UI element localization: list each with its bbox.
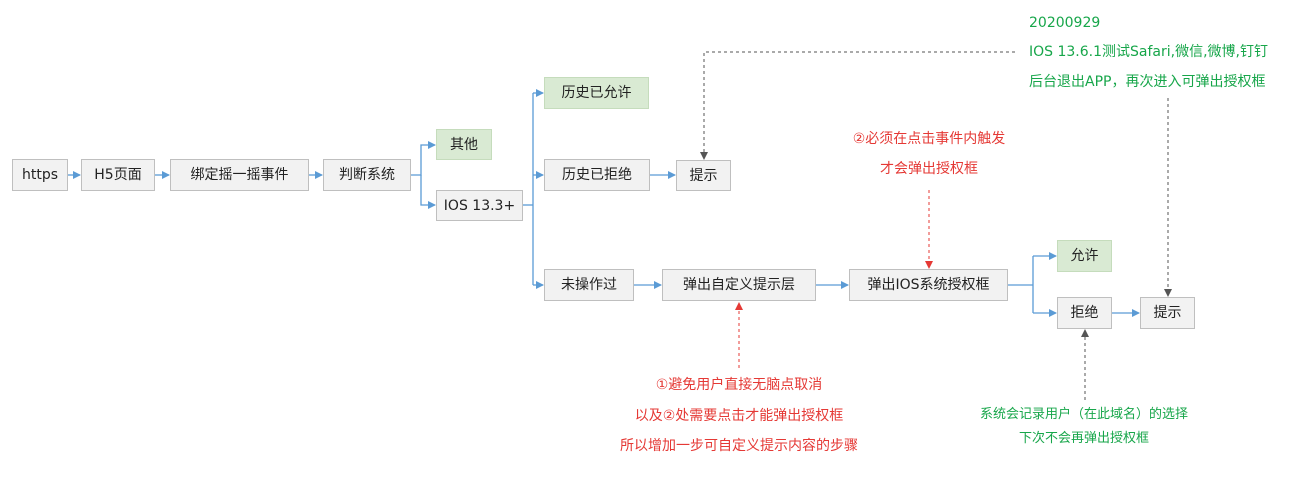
note-must-click-line2: 才会弹出授权框 xyxy=(880,161,978,177)
node-history-denied: 历史已拒绝 xyxy=(544,159,650,191)
note-record-line2: 下次不会再弹出授权框 xyxy=(1018,431,1150,446)
note-avoid-line1: ①避免用户直接无脑点取消 xyxy=(655,377,823,393)
node-other: 其他 xyxy=(436,129,492,160)
node-deny: 拒绝 xyxy=(1057,297,1112,329)
note-must-click-line1: ②必须在点击事件内触发 xyxy=(852,131,1006,147)
note-test-background: 后台退出APP，再次进入可弹出授权框 xyxy=(1029,74,1266,90)
note-test-devices: IOS 13.6.1测试Safari,微信,微博,钉钉 xyxy=(1029,44,1268,60)
node-tip-2: 提示 xyxy=(1140,297,1195,329)
node-ios-13-3: IOS 13.3+ xyxy=(436,190,523,221)
note-avoid-line3: 所以增加一步可自定义提示内容的步骤 xyxy=(620,438,858,454)
arrow-judge-other xyxy=(411,141,436,176)
node-h5-page: H5页面 xyxy=(81,159,155,191)
dashed-arrow-test-to-tip1 xyxy=(700,51,1015,160)
node-judge-system: 判断系统 xyxy=(323,159,411,191)
note-record-line1: 系统会记录用户（在此域名）的选择 xyxy=(979,407,1189,422)
note-test-date: 20200929 xyxy=(1029,15,1101,31)
node-ios-auth-dialog: 弹出IOS系统授权框 xyxy=(849,269,1008,301)
node-history-allowed: 历史已允许 xyxy=(544,77,649,109)
arrow-judge-ios xyxy=(420,175,436,209)
note-avoid-line2: 以及②处需要点击才能弹出授权框 xyxy=(634,408,844,424)
node-custom-prompt-layer: 弹出自定义提示层 xyxy=(662,269,816,301)
node-bind-shake-event: 绑定摇一摇事件 xyxy=(170,159,309,191)
node-https: https xyxy=(12,159,68,191)
node-tip-1: 提示 xyxy=(676,160,731,191)
node-not-operated: 未操作过 xyxy=(544,269,634,301)
node-allow: 允许 xyxy=(1057,240,1112,272)
